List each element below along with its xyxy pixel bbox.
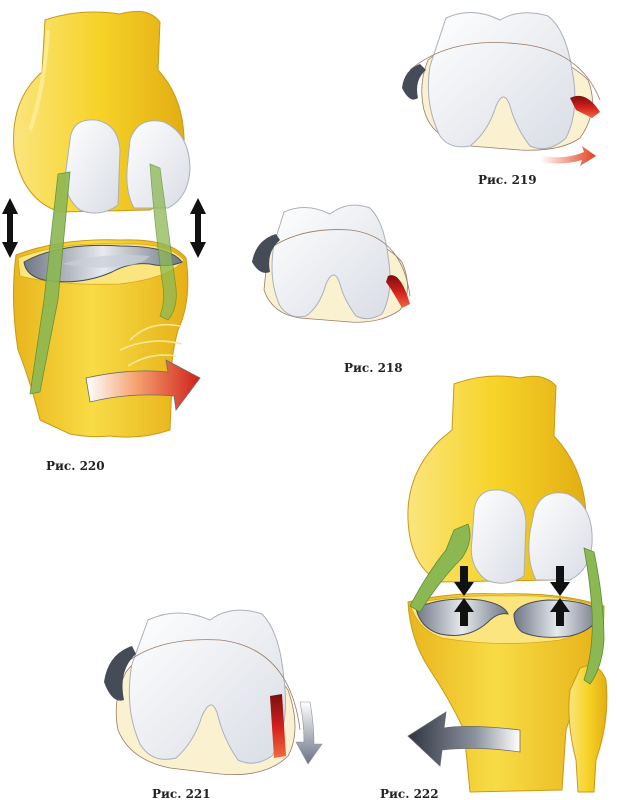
ligament-anterior bbox=[29, 171, 71, 395]
figure-220 bbox=[2, 10, 206, 438]
figure-218 bbox=[252, 204, 411, 323]
rotation-arrow-icon bbox=[85, 359, 201, 412]
thin-outline-line bbox=[255, 229, 411, 297]
fibula-bone bbox=[568, 665, 608, 793]
femur-highlight bbox=[28, 29, 50, 131]
thin-outline-line bbox=[115, 639, 301, 731]
ligament-red bbox=[570, 95, 600, 118]
ligament-red bbox=[386, 275, 410, 308]
figure-caption: Рис. 219 bbox=[478, 173, 537, 187]
rotation-arrow-icon bbox=[407, 711, 521, 767]
thin-outline-line bbox=[409, 42, 601, 101]
femur-cartilage-medial bbox=[126, 120, 191, 209]
ligament-anterior bbox=[409, 523, 471, 613]
femur-cartilage-medial bbox=[528, 492, 593, 581]
figure-caption: Рис. 218 bbox=[344, 361, 403, 375]
figure-221 bbox=[104, 609, 323, 775]
meniscus-dark-lateral bbox=[104, 646, 136, 701]
double-arrow-icon bbox=[190, 198, 206, 258]
meniscus-dark-lateral bbox=[252, 234, 280, 273]
femur-cartilage-lateral bbox=[64, 119, 121, 214]
tendon-strand bbox=[119, 323, 183, 367]
rotation-arrow-icon bbox=[540, 146, 596, 166]
meniscus-inner bbox=[62, 255, 150, 268]
ligament-lateral bbox=[583, 547, 605, 685]
meniscus-dark-lateral bbox=[402, 64, 426, 100]
femur-condyles-top bbox=[271, 204, 391, 320]
figure-caption: Рис. 220 bbox=[46, 459, 105, 473]
double-arrow-icon bbox=[2, 198, 18, 258]
compression-arrow-icon bbox=[550, 566, 570, 626]
femur-condyles-top bbox=[427, 12, 576, 150]
figure-caption: Рис. 221 bbox=[152, 787, 211, 800]
femur-condyles-top bbox=[128, 609, 286, 764]
ligament-posterior bbox=[149, 163, 177, 321]
ligament-red bbox=[270, 694, 286, 758]
figure-222 bbox=[407, 375, 608, 793]
figure-219 bbox=[402, 12, 601, 166]
femur-cartilage-lateral bbox=[470, 489, 527, 584]
compression-arrow-icon bbox=[454, 566, 474, 626]
figure-caption: Рис. 222 bbox=[380, 787, 439, 800]
rotation-arrow-icon bbox=[295, 701, 323, 765]
